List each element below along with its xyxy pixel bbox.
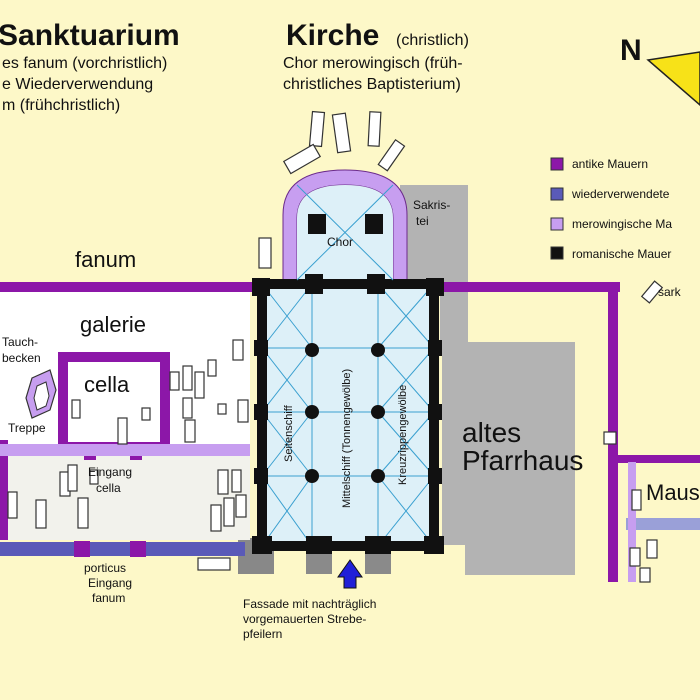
church-subtitle: (christlich) <box>396 32 469 49</box>
chor-pier-left <box>308 214 326 234</box>
legend-label-wiederverwendete: wiederverwendete <box>571 187 670 201</box>
nave-columns <box>305 343 385 483</box>
entrance-arrow-icon <box>337 559 363 589</box>
label-kreuzrippen: Kreuzrippengewölbe <box>397 385 409 485</box>
church-title: Kirche <box>286 19 379 52</box>
sanctuary-line-3: m (frühchristlich) <box>2 97 120 114</box>
compass-north: N <box>620 34 642 67</box>
label-pfarrhaus-2: Pfarrhaus <box>462 445 583 476</box>
chor-pier-right <box>365 214 383 234</box>
label-chor: Chor <box>327 235 353 249</box>
reused-walls <box>0 444 700 582</box>
label-porticus-3: fanum <box>92 591 125 605</box>
legend-swatch-merowingisch <box>550 217 564 231</box>
label-porticus-1: porticus <box>84 561 126 575</box>
legend-swatch-romanisch <box>550 246 564 260</box>
label-pfarrhaus-1: altes <box>462 417 521 448</box>
sakristei-building <box>400 185 468 285</box>
label-mittelschiff: Mittelschiff (Tonnengewölbe) <box>341 369 353 508</box>
label-fassade-2: vorgemauerten Strebe- <box>243 612 366 626</box>
legend: antike Mauern wiederverwendete merowingi… <box>550 157 672 261</box>
legend-label-merowingisch: merowingische Ma <box>572 217 672 231</box>
label-sark: sark <box>658 285 682 299</box>
label-fanum: fanum <box>75 247 136 272</box>
label-maus: Maus <box>646 480 700 505</box>
pfarrhaus-building <box>442 342 575 575</box>
label-sakristei-1: Sakris- <box>413 198 450 212</box>
nave-floor <box>262 284 434 544</box>
label-treppe: Treppe <box>8 421 46 435</box>
label-tauch-1: Tauch- <box>2 335 38 349</box>
sakristei-lower <box>440 285 468 345</box>
label-porticus-2: Eingang <box>88 576 132 590</box>
legend-swatch-wiederverwendete <box>550 187 564 201</box>
label-tauch-2: becken <box>2 351 41 365</box>
label-fassade-1: Fassade mit nachträglich <box>243 597 376 611</box>
legend-label-antike: antike Mauern <box>572 157 648 171</box>
facade-pier-right <box>365 554 391 574</box>
label-cella: cella <box>84 372 130 397</box>
sanctuary-title: Sanktuarium <box>0 19 180 52</box>
legend-label-romanisch: romanische Mauer <box>572 247 671 261</box>
church-line-1: Chor merowingisch (früh- <box>283 55 463 72</box>
baptismal-basin-icon <box>25 369 57 419</box>
label-galerie: galerie <box>80 312 146 337</box>
compass-arrow-icon <box>646 51 700 106</box>
church-line-2: christliches Baptisterium) <box>283 76 461 93</box>
sanctuary-line-1: es fanum (vorchristlich) <box>2 55 167 72</box>
label-eingang-1: Eingang <box>88 465 132 479</box>
facade-pier-left <box>306 554 332 574</box>
label-sakristei-2: tei <box>416 214 429 228</box>
nave-wall-piers <box>252 274 444 554</box>
label-eingang-2: cella <box>96 481 121 495</box>
legend-swatch-antike <box>550 157 564 171</box>
sarcophagi <box>7 110 664 583</box>
label-seitenschiff: Seitenschiff <box>283 404 295 462</box>
label-fassade-3: pfeilern <box>243 627 282 641</box>
sanctuary-line-2: e Wiederverwendung <box>2 76 153 93</box>
